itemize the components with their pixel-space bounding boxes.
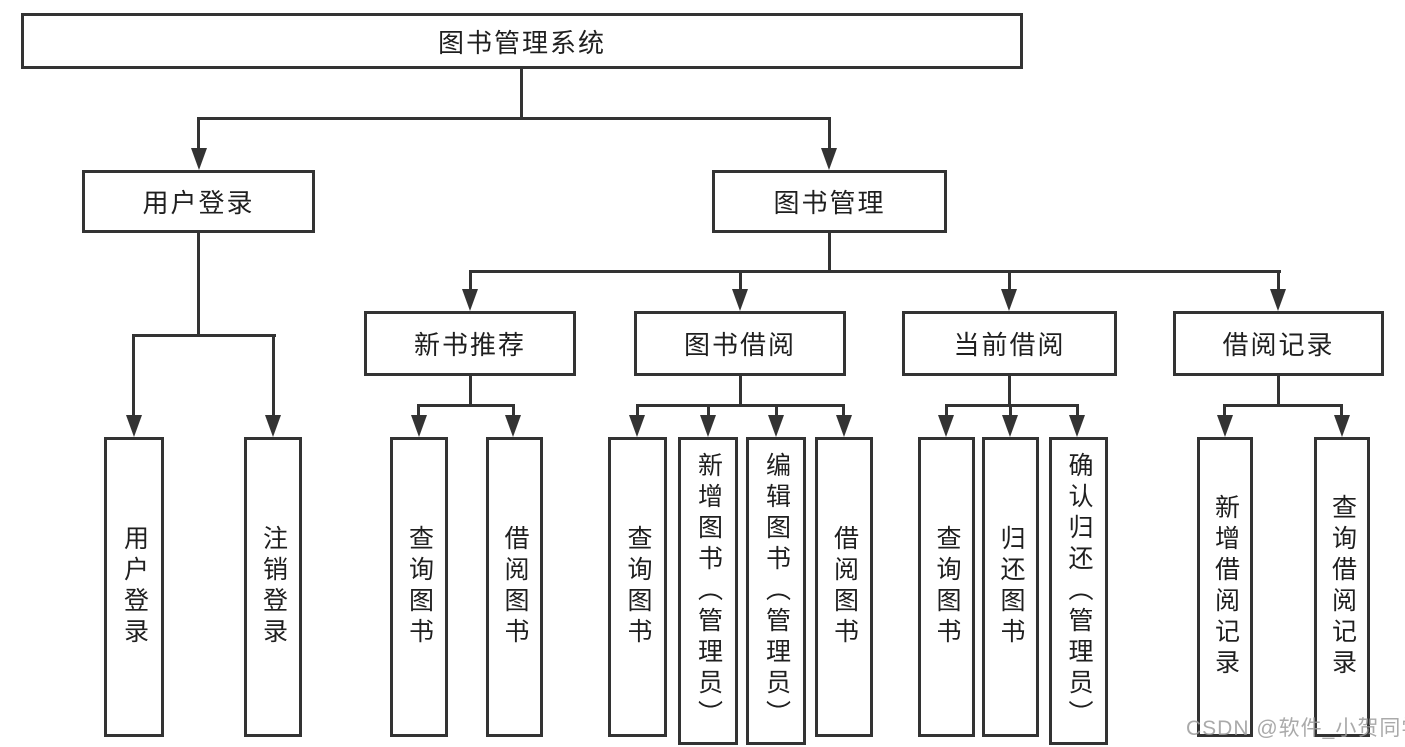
leaf-query-books-recommend: 查询图书 (390, 437, 448, 737)
connector-line (1223, 404, 1343, 407)
node-label: 图书借阅 (683, 330, 796, 360)
arrow-down-icon (821, 148, 837, 170)
node-label: 查询图书 (933, 525, 961, 649)
node-book-borrowing: 图书借阅 (634, 311, 846, 376)
connector-line (739, 270, 742, 293)
connector-line (132, 334, 135, 419)
node-label: 用户登录 (120, 525, 149, 649)
connector-line (469, 270, 472, 293)
node-label: 新书推荐 (413, 330, 526, 360)
arrow-down-icon (191, 148, 207, 170)
node-label: 图书管理 (773, 188, 886, 218)
leaf-edit-books-admin: 编辑图书（管理员） (746, 437, 806, 745)
arrow-down-icon (126, 415, 142, 437)
connector-line (707, 404, 710, 423)
leaf-query-books-borrowing: 查询图书 (608, 437, 667, 737)
node-label: 确认归还（管理员） (1065, 451, 1093, 731)
connector-line (469, 270, 1281, 273)
arrow-down-icon (1001, 289, 1017, 311)
arrow-down-icon (1217, 415, 1233, 437)
node-label: 借阅图书 (501, 525, 529, 649)
node-book-management: 图书管理 (712, 170, 947, 233)
connector-line (842, 404, 845, 423)
arrow-down-icon (700, 415, 716, 437)
leaf-return-books: 归还图书 (982, 437, 1039, 737)
connector-line (1340, 404, 1343, 423)
node-borrowing-records: 借阅记录 (1173, 311, 1384, 376)
node-new-book-recommendation: 新书推荐 (364, 311, 576, 376)
connector-line (197, 117, 200, 152)
connector-line (132, 334, 276, 337)
leaf-logout: 注销登录 (244, 437, 302, 737)
arrow-down-icon (462, 289, 478, 311)
arrow-down-icon (265, 415, 281, 437)
node-label: 新增图书（管理员） (694, 451, 723, 731)
node-label: 查询图书 (624, 525, 652, 649)
leaf-borrow-books-recommend: 借阅图书 (486, 437, 543, 737)
leaf-add-borrowing-record: 新增借阅记录 (1197, 437, 1253, 737)
connector-line (197, 232, 200, 337)
leaf-confirm-return-admin: 确认归还（管理员） (1049, 437, 1108, 745)
arrow-down-icon (938, 415, 954, 437)
node-label: 新增借阅记录 (1211, 494, 1240, 680)
node-label: 查询图书 (405, 525, 434, 649)
arrow-down-icon (411, 415, 427, 437)
connector-line (775, 404, 778, 423)
node-current-borrowing: 当前借阅 (902, 311, 1117, 376)
connector-line (272, 334, 275, 419)
connector-line (945, 404, 948, 423)
node-label: 用户登录 (142, 188, 255, 218)
connector-line (636, 404, 639, 423)
arrow-down-icon (1334, 415, 1350, 437)
arrow-down-icon (629, 415, 645, 437)
leaf-add-books-admin: 新增图书（管理员） (678, 437, 738, 745)
node-label: 借阅记录 (1222, 330, 1335, 360)
connector-line (1277, 375, 1280, 407)
arrow-down-icon (1270, 289, 1286, 311)
connector-line (828, 232, 831, 273)
node-label: 归还图书 (997, 525, 1025, 649)
connector-line (512, 404, 515, 423)
connector-line (469, 375, 472, 407)
node-label: 图书管理系统 (437, 27, 606, 58)
node-label: 借阅图书 (830, 525, 859, 649)
arrow-down-icon (768, 415, 784, 437)
connector-line (636, 404, 845, 407)
connector-line (1008, 375, 1011, 407)
connector-line (417, 404, 420, 423)
node-user-login: 用户登录 (82, 170, 315, 233)
connector-line (417, 404, 515, 407)
arrow-down-icon (1069, 415, 1085, 437)
arrow-down-icon (836, 415, 852, 437)
leaf-query-borrowing-record: 查询借阅记录 (1314, 437, 1370, 737)
connector-line (1223, 404, 1226, 423)
node-label: 查询借阅记录 (1328, 494, 1357, 680)
arrow-down-icon (505, 415, 521, 437)
node-label: 当前借阅 (953, 330, 1066, 360)
leaf-user-login: 用户登录 (104, 437, 164, 737)
node-label: 注销登录 (259, 525, 288, 649)
connector-line (945, 404, 1079, 407)
connector-line (828, 117, 831, 152)
node-library-management-system: 图书管理系统 (21, 13, 1023, 69)
connector-line (1009, 404, 1012, 423)
watermark-text: CSDN @软件_小贺同学 (1186, 717, 1405, 740)
leaf-borrow-books-borrowing: 借阅图书 (815, 437, 873, 737)
connector-line (198, 117, 831, 120)
connector-line (520, 69, 523, 119)
connector-line (1008, 270, 1011, 293)
connector-line (739, 375, 742, 407)
connector-line (1076, 404, 1079, 423)
leaf-query-books-current: 查询图书 (918, 437, 975, 737)
connector-line (1277, 270, 1280, 293)
node-label: 编辑图书（管理员） (762, 451, 791, 731)
arrow-down-icon (732, 289, 748, 311)
arrow-down-icon (1002, 415, 1018, 437)
